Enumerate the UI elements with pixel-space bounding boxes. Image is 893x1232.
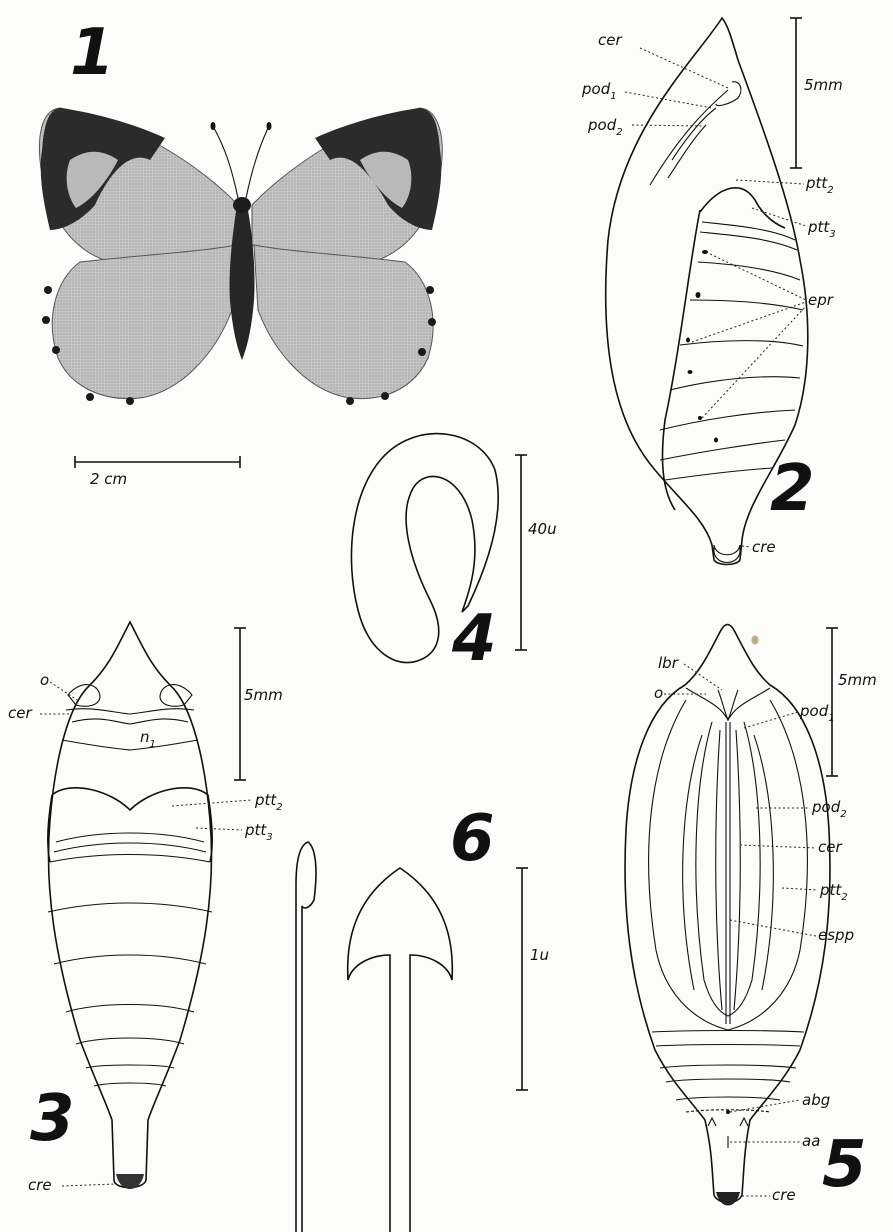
fig2-label-cer: cer [598, 31, 622, 49]
fig2-leaders-epr [692, 252, 806, 418]
fig2-antenna-tip [716, 82, 741, 106]
butterfly-head [233, 197, 251, 213]
fig6-right-spicule [348, 868, 453, 1232]
fig5-wing-case-outer [649, 700, 808, 1030]
fig5-label-cer: cer [818, 838, 842, 856]
fig5-label-espp: espp [818, 926, 854, 944]
fig2-label-pod1: pod1 [581, 80, 617, 102]
fig5-scale-label: 5mm [838, 671, 877, 689]
fig2-leader-ptt2 [736, 180, 804, 184]
fig3-label-ptt2: ptt2 [254, 791, 283, 813]
fig5-cremaster [716, 1192, 740, 1206]
figure-1-number: 1 [70, 16, 115, 90]
figure-2-number: 2 [770, 452, 815, 526]
fig6-left-spicule [296, 842, 316, 1232]
figure-4-hook: 40u 4 [351, 434, 556, 676]
fig5-specimen-spot [752, 636, 759, 645]
fig3-mesonotum-back [62, 740, 198, 750]
fig3-label-o: o [40, 671, 49, 689]
fig5-genital-marks [708, 1118, 748, 1126]
fig2-leg-2 [668, 125, 706, 178]
fig2-wing-case [662, 210, 700, 510]
figure-2-pupa-lateral: 5mm cer pod1 pod2 ptt2 ptt3 epr cre 2 [581, 18, 843, 565]
fig3-scale-label: 5mm [244, 686, 283, 704]
fig5-leg-1 [696, 722, 760, 1016]
figure-5-number: 5 [822, 1128, 867, 1202]
fig5-proboscis [726, 722, 730, 1024]
fig2-leader-cre [742, 546, 750, 547]
fig3-leader-o [50, 682, 80, 702]
fig5-label-abg: abg [802, 1091, 830, 1109]
fig2-leader-pod1 [625, 92, 712, 108]
fig2-scale-label: 5mm [804, 76, 843, 94]
right-hindwing [254, 245, 433, 399]
fig3-label-n1: n1 [140, 728, 156, 750]
figure-6-number: 6 [450, 802, 495, 876]
fig5-leader-lbr [684, 664, 722, 690]
fig5-label-cre: cre [772, 1186, 796, 1204]
figure-3-pupa-dorsal: 5mm o cer n1 ptt2 ptt3 cre 3 [8, 622, 283, 1194]
fig5-label-aa: aa [802, 1132, 820, 1150]
fig2-leader-ptt3 [752, 208, 806, 226]
antenna-club-left [211, 122, 216, 130]
fig2-leg-1 [672, 108, 716, 160]
fig3-leader-ptt2 [172, 800, 252, 806]
fig2-label-cre: cre [752, 538, 776, 556]
fig3-label-cer: cer [8, 704, 32, 722]
fig2-label-epr: epr [808, 291, 834, 309]
fig5-label-lbr: lbr [658, 654, 679, 672]
fig1-scale-label: 2 cm [90, 470, 127, 488]
fig3-prothorax [66, 709, 194, 714]
fig2-cremaster [714, 545, 740, 563]
fig5-genital-pore [726, 1110, 730, 1114]
figure-1-butterfly: 1 2 cm [39, 16, 442, 488]
fig3-metathorax [48, 788, 212, 862]
fig2-spiracles [686, 250, 718, 443]
figure-5-pupa-ventral: 5mm lbr o pod1 pod2 cer ptt2 espp abg aa… [625, 625, 877, 1206]
figure-4-number: 4 [451, 602, 497, 676]
antenna-club-right [267, 122, 272, 130]
fig2-label-ptt2: ptt2 [805, 174, 834, 196]
fig3-abdominal-segments [48, 833, 212, 1086]
fig4-scale-label: 40u [528, 520, 557, 538]
fig5-leader-cer [740, 845, 816, 848]
fig2-label-ptt3: ptt3 [807, 218, 836, 240]
fig5-label-pod1: pod1 [799, 702, 835, 724]
fig3-label-ptt3: ptt3 [244, 821, 273, 843]
fig2-mesothorax [700, 188, 785, 228]
fig5-label-ptt2: ptt2 [819, 881, 848, 903]
fig5-labrum [718, 690, 738, 720]
antenna-right [246, 128, 268, 198]
figure-3-number: 3 [30, 1082, 75, 1156]
fig2-abdominal-segments [660, 222, 803, 480]
fig5-leader-ptt2 [782, 888, 818, 890]
fig5-head [686, 688, 770, 720]
left-hindwing [52, 245, 236, 399]
figure-6-spicules: 1u 6 [296, 802, 549, 1232]
fig5-leader-pod1 [744, 712, 798, 728]
fig3-label-cre: cre [28, 1176, 52, 1194]
fig2-label-pod2: pod2 [587, 116, 623, 138]
fig3-leader-cre [62, 1184, 116, 1186]
fig3-mesonotum-front [72, 719, 188, 724]
fig5-abdominal-segments [652, 1031, 804, 1113]
fig5-label-o: o [654, 684, 663, 702]
fig6-scale-label: 1u [530, 946, 549, 964]
fig5-antennae [716, 730, 741, 1010]
fig3-leader-ptt3 [196, 828, 242, 830]
